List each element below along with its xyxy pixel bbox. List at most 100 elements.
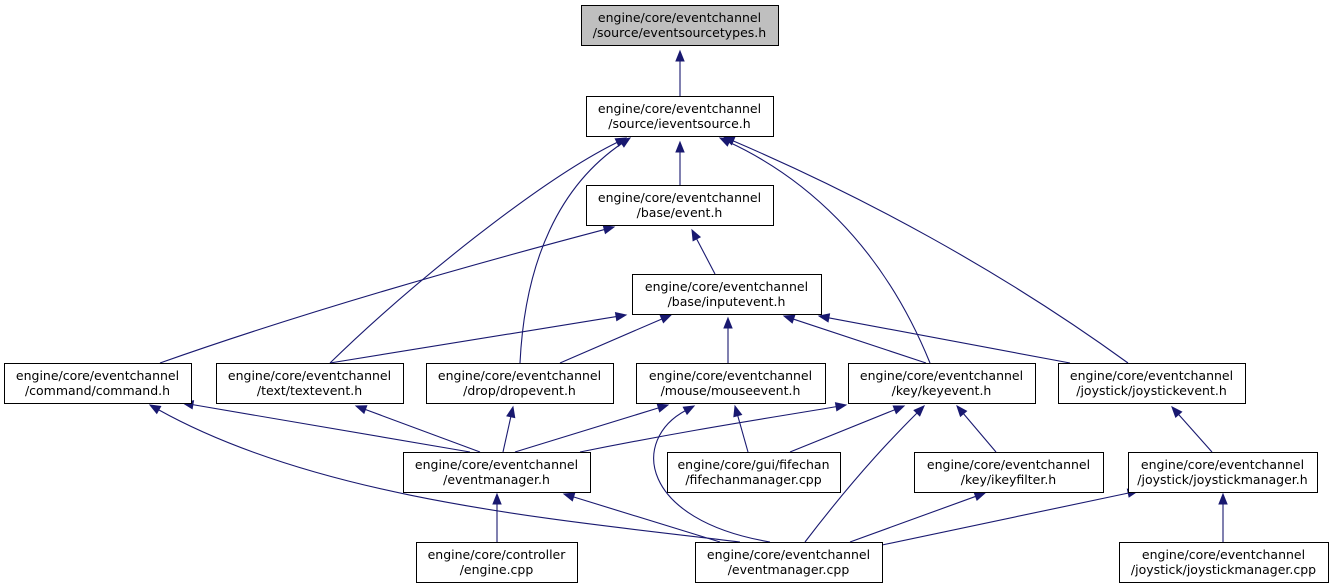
edge-mouseevent-to-inputevent [723,316,733,363]
node-box [426,363,614,404]
node-keyevent[interactable]: engine/core/eventchannel/key/keyevent.h [848,363,1036,404]
node-textevent[interactable]: engine/core/eventchannel/text/textevent.… [216,363,404,404]
edge-line [579,405,838,453]
edge-eventmanager_cpp-to-command [148,404,741,543]
edge-line [191,403,471,453]
arrow-head [913,405,925,417]
node-label-dir: engine/core/eventchannel [927,457,1090,472]
edge-joystickmanager_h-to-joystickevent [1171,405,1213,453]
edge-line [519,142,623,364]
node-label-dir: engine/core/eventchannel [415,457,578,472]
arrow-head [973,492,987,502]
nodes-layer: engine/core/eventchannel/source/eventsou… [4,5,1329,583]
node-eventmanager_h[interactable]: engine/core/eventchannel/eventmanager.h [403,452,591,493]
node-label-file: /source/eventsourcetypes.h [593,25,766,40]
edge-line [962,412,997,453]
node-fifechanmanager[interactable]: engine/core/gui/fifechan/fifechanmanager… [667,452,841,493]
edge-eventmanager_h-to-dropevent [502,405,516,453]
node-command[interactable]: engine/core/eventchannel/command/command… [4,363,192,404]
edge-ikeyfilter-to-keyevent [956,404,997,453]
node-box [581,5,779,46]
edges-layer [148,49,1228,546]
node-engine_cpp[interactable]: engine/core/controller/engine.cpp [416,542,578,583]
node-label-file: /text/textevent.h [257,383,362,398]
edge-fifechanmanager-to-mouseevent [733,404,749,453]
node-label-dir: engine/core/eventchannel [598,190,761,205]
node-joystickmanager_cpp[interactable]: engine/core/eventchannel/joystick/joysti… [1119,542,1329,583]
edge-eventmanager_cpp-to-keyevent [804,405,925,543]
node-joystickevent[interactable]: engine/core/eventchannel/joystick/joysti… [1058,363,1246,404]
node-label-dir: engine/core/eventchannel [16,368,179,383]
edge-line [849,495,977,543]
edge-textevent-to-inputevent [329,312,628,364]
node-label-dir: engine/core/eventchannel [228,368,391,383]
node-label-file: /engine.cpp [460,562,534,577]
edge-line [732,140,1129,364]
arrow-head [892,405,906,415]
node-box [1128,452,1318,493]
node-eventmanager_cpp[interactable]: engine/core/eventchannel/eventmanager.cp… [695,542,883,583]
node-mouseevent[interactable]: engine/core/eventchannel/mouse/mouseeven… [636,363,826,404]
arrow-head [1218,492,1228,505]
edge-line [572,496,721,543]
node-dropevent[interactable]: engine/core/eventchannel/drop/dropevent.… [426,363,614,404]
node-inputevent[interactable]: engine/core/eventchannel/base/inputevent… [632,274,822,315]
arrow-head [614,312,628,322]
arrow-head [834,402,848,412]
edge-line [804,411,919,543]
node-label-file: /eventmanager.cpp [728,562,850,577]
arrow-head [722,136,736,146]
node-eventsourcetypes: engine/core/eventchannel/source/eventsou… [581,5,779,46]
edge-eventmanager_h-to-textevent [354,405,481,453]
arrow-head [723,316,733,329]
node-joystickmanager_h[interactable]: engine/core/eventchannel/joystick/joysti… [1128,452,1318,493]
edge-line [653,409,771,543]
arrow-head [691,228,702,242]
node-label-file: /mouse/mouseevent.h [661,383,801,398]
node-label-dir: engine/core/eventchannel [438,368,601,383]
node-event[interactable]: engine/core/eventchannel/base/event.h [586,185,774,226]
node-box [586,96,774,137]
arrow-head [675,140,685,153]
edge-fifechanmanager-to-keyevent [789,405,906,453]
node-label-dir: engine/core/eventchannel [1141,457,1304,472]
edge-engine_cpp-to-eventmanager_h [492,492,502,542]
edge-inputevent-to-event [691,228,716,275]
node-label-file: /joystick/joystickmanager.cpp [1131,562,1316,577]
node-label-dir: engine/core/eventchannel [598,101,761,116]
node-box [914,452,1104,493]
arrow-head [956,404,968,418]
node-ikeyfilter[interactable]: engine/core/eventchannel/key/ikeyfilter.… [914,452,1104,493]
node-label-dir: engine/core/controller [428,547,567,562]
edge-line [364,408,481,453]
edge-eventmanager_h-to-mouseevent [514,403,670,453]
node-label-dir: engine/core/eventchannel [598,10,761,25]
node-label-file: /key/keyevent.h [892,383,992,398]
edge-line [727,141,931,364]
edge-ieventsource-to-eventsourcetypes [675,49,685,96]
edge-dropevent-to-inputevent [559,314,673,364]
edge-eventmanager_cpp-to-ikeyfilter [849,492,987,543]
node-label-file: /eventmanager.h [443,472,550,487]
node-label-dir: engine/core/eventchannel [860,368,1023,383]
edge-eventmanager_h-to-command [181,400,471,453]
arrow-head [1171,405,1183,418]
arrow-head [656,403,670,413]
arrow-head [817,313,831,323]
edge-keyevent-to-inputevent [782,314,927,364]
arrow-head [354,405,368,415]
edge-command-to-event [159,225,616,364]
node-label-file: /base/inputevent.h [668,294,786,309]
node-label-dir: engine/core/eventchannel [707,547,870,562]
edge-eventmanager_cpp-to-eventmanager_h [562,492,721,543]
edge-line [736,414,749,453]
edge-eventmanager_cpp-to-joystickmanager_h [881,488,1140,546]
arrow-head [682,405,696,416]
arrow-head [602,225,616,235]
arrow-head [733,404,743,418]
node-box [1058,363,1246,404]
arrow-head [562,492,576,502]
node-box [586,185,774,226]
node-ieventsource[interactable]: engine/core/eventchannel/source/ieventso… [586,96,774,137]
node-label-file: /fifechanmanager.cpp [685,472,821,487]
